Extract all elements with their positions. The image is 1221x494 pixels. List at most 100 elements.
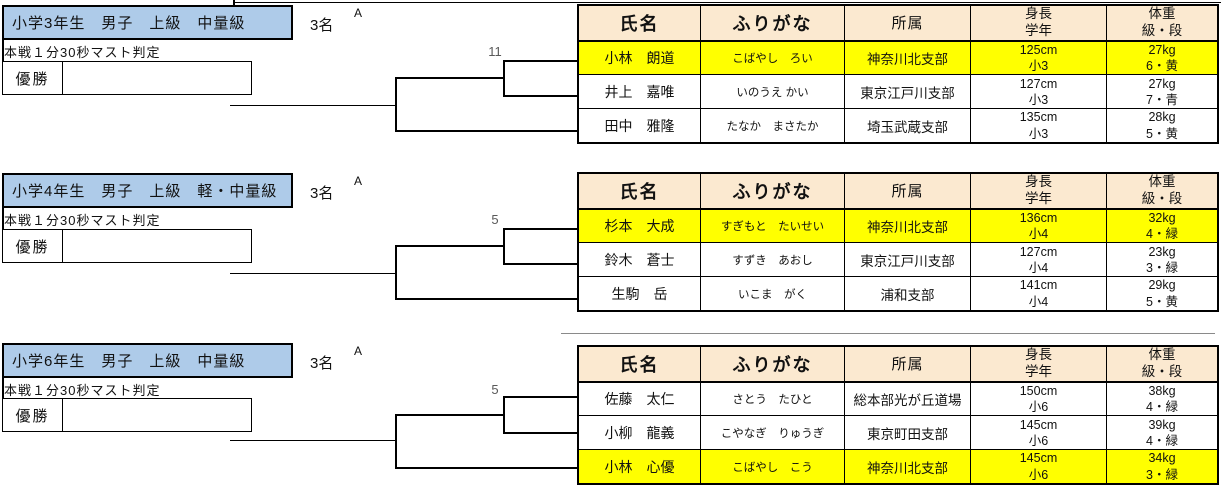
player-furigana: すぎもと たいせい (700, 208, 845, 244)
header-name: 氏名 (577, 345, 701, 383)
section1-entry-count: 3名 (310, 17, 334, 34)
header-furigana: ふりがな (700, 4, 845, 42)
bracket-line-player3 (395, 467, 577, 469)
bracket-line-match1-winner (395, 244, 505, 247)
left-border-segment (2, 378, 4, 398)
section2-entry-count: 3名 (310, 185, 334, 202)
section-title-text: 小学4年生 男子 上級 軽・中量級 (12, 183, 278, 200)
section-title-text: 小学6年生 男子 上級 中量級 (12, 353, 246, 370)
player-furigana: こばやし ろい (700, 40, 845, 76)
bracket-line-champion (230, 440, 396, 442)
player-name: 鈴木 蒼士 (577, 242, 701, 278)
section2-title: 小学4年生 男子 上級 軽・中量級 (2, 173, 293, 208)
left-border-segment (2, 40, 4, 61)
bracket-line-champion (230, 105, 396, 107)
roster-header-row: 氏名 ふりがな 所属 身長学年 体重級・段 (577, 172, 1219, 210)
player-name: 小林 朗道 (577, 40, 701, 76)
player-name: 佐藤 太仁 (577, 381, 701, 417)
player-affiliation: 神奈川北支部 (844, 449, 971, 485)
bracket-line-player2 (503, 95, 577, 97)
top-edge-line (233, 2, 1221, 3)
bracket-connector-final (395, 77, 397, 131)
bracket-line-player1 (503, 60, 577, 62)
bracket-line-player3 (395, 130, 577, 132)
player-furigana: さとう たひと (700, 381, 845, 417)
player-affiliation: 総本部光が丘道場 (844, 381, 971, 417)
section3-match-number: 5 (491, 382, 499, 397)
player-furigana: いのうえ かい (700, 74, 845, 110)
header-height-grade: 身長学年 (970, 345, 1107, 383)
section1-rules: 本戦１分30秒マスト判定 (4, 45, 161, 60)
winner-input[interactable] (63, 399, 251, 431)
bracket-line-player2 (503, 432, 577, 434)
header-furigana: ふりがな (700, 345, 845, 383)
top-edge-tick (233, 0, 235, 7)
bracket-line-player1 (503, 396, 577, 398)
section3-entry-count: 3名 (310, 355, 334, 372)
roster-header-row: 氏名 ふりがな 所属 身長学年 体重級・段 (577, 345, 1219, 383)
player-affiliation: 東京町田支部 (844, 415, 971, 451)
player-furigana: たなか まさたか (700, 108, 845, 144)
player-affiliation: 神奈川北支部 (844, 40, 971, 76)
header-name: 氏名 (577, 4, 701, 42)
player-affiliation: 東京江戸川支部 (844, 74, 971, 110)
winner-input[interactable] (63, 62, 251, 94)
player-affiliation: 神奈川北支部 (844, 208, 971, 244)
header-furigana: ふりがな (700, 172, 845, 210)
winner-label: 優勝 (3, 399, 63, 431)
section-title-text: 小学3年生 男子 上級 中量級 (12, 15, 246, 32)
bracket-line-match1-winner (395, 76, 505, 79)
player-name: 田中 雅隆 (577, 108, 701, 144)
player-name: 杉本 大成 (577, 208, 701, 244)
header-height-grade: 身長学年 (970, 172, 1107, 210)
header-weight-rank: 体重級・段 (1106, 172, 1219, 210)
section3-block-letter: A (354, 344, 363, 358)
header-name: 氏名 (577, 172, 701, 210)
page-break-line (561, 333, 1215, 334)
player-furigana: こばやし こう (700, 449, 845, 485)
bracket-line-player1 (503, 228, 577, 230)
section1-title: 小学3年生 男子 上級 中量級 (2, 5, 293, 40)
roster-table: 氏名 ふりがな 所属 身長学年 体重級・段 佐藤 太仁 さとう たひと 総本部光… (577, 345, 1219, 485)
left-border-segment (2, 208, 4, 229)
bracket-line-match1-winner (395, 413, 505, 416)
player-name: 生駒 岳 (577, 276, 701, 312)
winner-input[interactable] (63, 230, 251, 262)
section2-block-letter: A (354, 174, 363, 188)
player-furigana: こやなぎ りゅうぎ (700, 415, 845, 451)
section2-rules: 本戦１分30秒マスト判定 (4, 213, 161, 228)
section1-winner-box: 優勝 (2, 61, 252, 95)
player-affiliation: 埼玉武蔵支部 (844, 108, 971, 144)
header-affiliation: 所属 (844, 4, 971, 42)
section3-winner-box: 優勝 (2, 398, 252, 432)
roster-table: 氏名 ふりがな 所属 身長学年 体重級・段 杉本 大成 すぎもと たいせい 神奈… (577, 172, 1219, 312)
player-name: 井上 嘉唯 (577, 74, 701, 110)
bracket-line-champion (230, 273, 396, 275)
section3-title: 小学6年生 男子 上級 中量級 (2, 343, 293, 378)
player-affiliation: 東京江戸川支部 (844, 242, 971, 278)
roster-header-row: 氏名 ふりがな 所属 身長学年 体重級・段 (577, 4, 1219, 42)
